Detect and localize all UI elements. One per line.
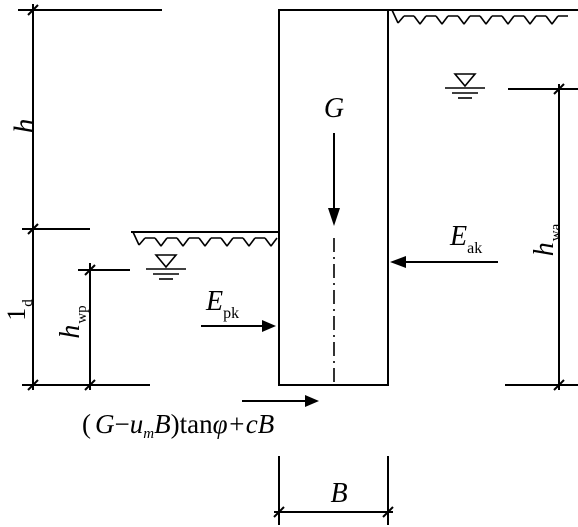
water-table-symbol-right: [445, 73, 485, 99]
hwa-tick-bottom: [553, 379, 565, 391]
water-table-symbol-left: [146, 254, 186, 280]
label-ld: 1d: [2, 299, 36, 321]
ground-hatch-right: [391, 9, 568, 25]
label-epk: Epk: [205, 286, 239, 322]
hwp-tick-bottom: [84, 379, 96, 391]
weight-arrow: [328, 133, 340, 226]
b-tick-right: [382, 506, 394, 518]
retaining-wall: [278, 9, 389, 386]
passive-pressure-arrow: [201, 320, 276, 332]
tick-mid: [27, 223, 39, 235]
active-pressure-arrow: [390, 256, 498, 268]
tick-bottom: [27, 379, 39, 391]
label-hwa: hwa: [529, 223, 564, 256]
friction-arrow: [242, 395, 319, 407]
ground-hatch-left: [132, 231, 278, 247]
label-eak: Eak: [449, 221, 482, 257]
hwp-tick-top: [84, 264, 96, 276]
b-tick-left: [273, 506, 285, 518]
label-hwp: hwp: [55, 305, 90, 338]
hwa-tick-top: [553, 83, 565, 95]
label-g: G: [324, 93, 344, 124]
label-h: h: [8, 119, 41, 134]
tick-top: [27, 4, 39, 16]
label-b: B: [330, 478, 347, 509]
friction-formula: (G−umB)tanφ+cB: [82, 409, 274, 442]
